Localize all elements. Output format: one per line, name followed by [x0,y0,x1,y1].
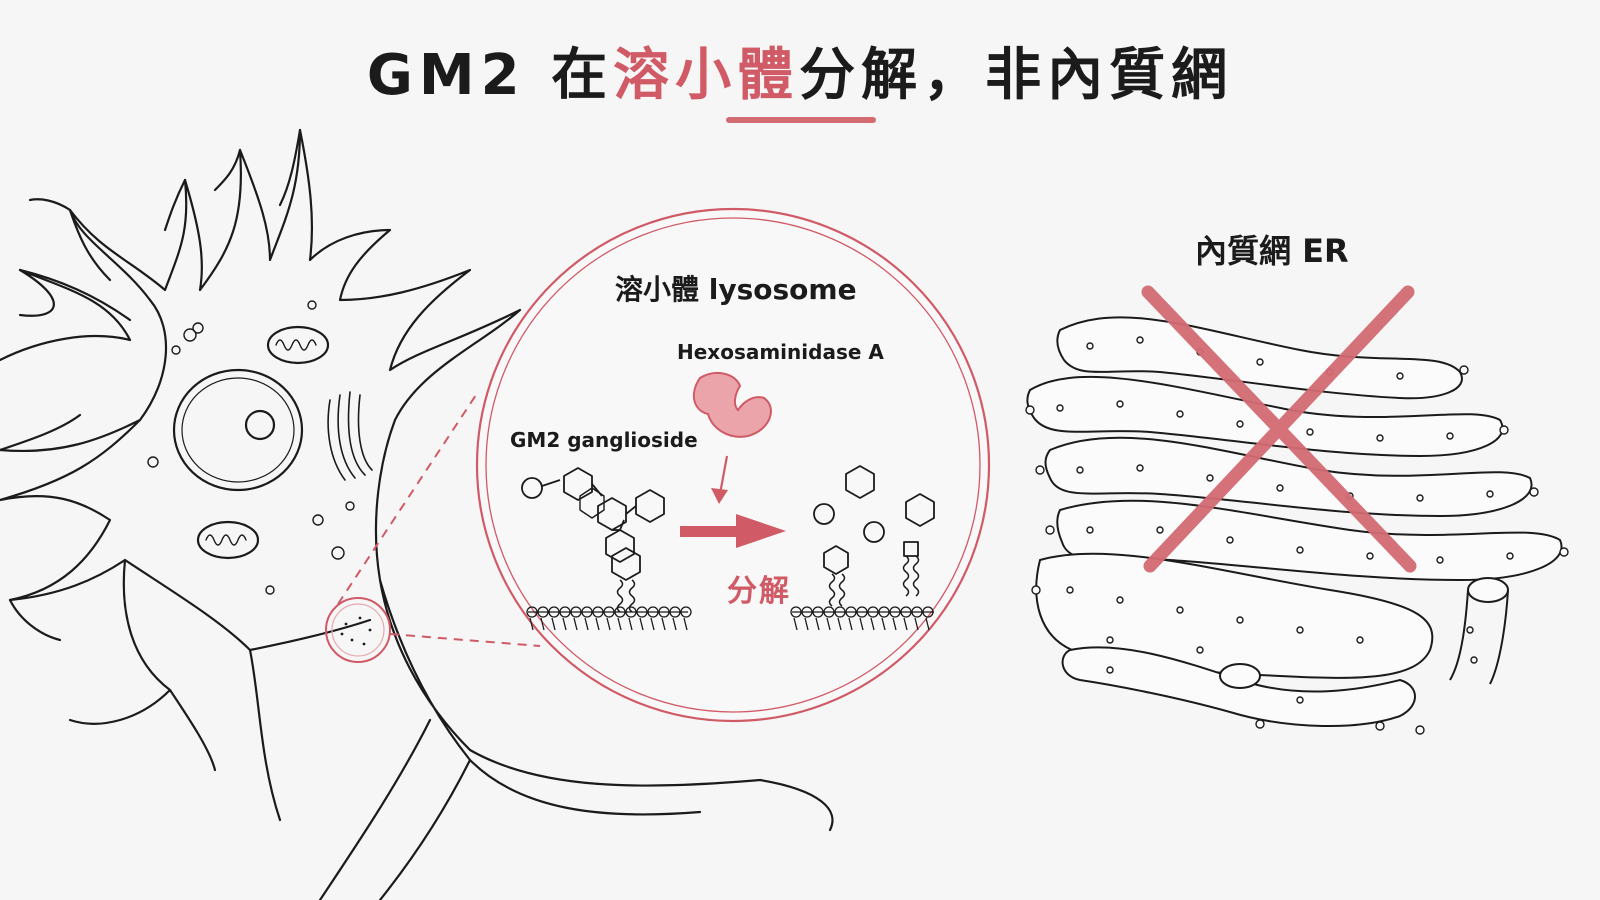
neuron-dendrite-upper-left [18,198,132,322]
enzyme-label: Hexosaminidase A [677,340,884,364]
er-tube-end-center [1219,663,1261,689]
nucleus-inner [181,377,295,483]
neuron-illustration [0,128,834,900]
gm2-ganglioside-molecule [521,467,665,613]
er-tube-right [1449,589,1509,685]
er-cisterna-3 [1044,436,1533,517]
substrate-label: GM2 ganglioside [510,428,698,452]
ceramide-tails [616,579,636,613]
lysosome-inner-ring [485,217,981,713]
neuron-dendrite-top [163,128,302,232]
title-accent: 溶小體 [613,43,800,108]
neuron-lysosome-dots [340,616,372,646]
membrane-left [526,606,692,631]
lysosome-zoom [475,207,991,723]
zoom-line-lower [389,633,541,647]
lysosome-title: 溶小體 lysosome [615,273,857,306]
ribosomes [1056,336,1514,704]
cytoplasm-vesicles [147,300,355,595]
enzyme-arrow-shaft [718,455,729,495]
ribosomes-outer [1025,365,1569,735]
membrane-right [790,606,934,631]
er-illustration [1025,316,1569,735]
title-suffix: 分解，非內質網 [799,43,1234,108]
enzyme-arrow-head [711,488,728,504]
mitochondrion-upper-cristae [275,339,317,351]
title-prefix: GM2 在 [366,43,614,108]
zoom-line-upper [337,391,479,605]
er-tube-end-right [1467,577,1509,603]
process-arrow-shaft [680,526,738,537]
lysosome-callout [325,391,541,663]
er-cisterna-1 [1056,316,1463,400]
mitochondrion-upper [266,325,330,365]
golgi-apparatus [327,391,373,481]
hexosaminidase-enzyme [692,371,772,438]
neuron-dendrite-left [0,413,82,642]
er-title: 內質網 ER [1195,232,1349,270]
mitochondrion-lower [196,520,260,560]
nucleolus [244,409,276,441]
process-arrow-head [736,514,786,548]
neuron-lysosome [325,597,391,663]
mitochondrion-lower-cristae [205,534,247,546]
nucleus [172,368,304,492]
cross-stroke-2 [1143,285,1415,573]
lysosome-outer-ring [475,207,991,723]
title-underline [726,117,876,123]
process-label: 分解 [727,574,791,609]
degradation-products [813,465,935,607]
page-title: GM2 在溶小體分解，非內質網 [0,30,1600,111]
er-cross-mark [1141,285,1417,573]
neuron-outline [0,128,834,900]
